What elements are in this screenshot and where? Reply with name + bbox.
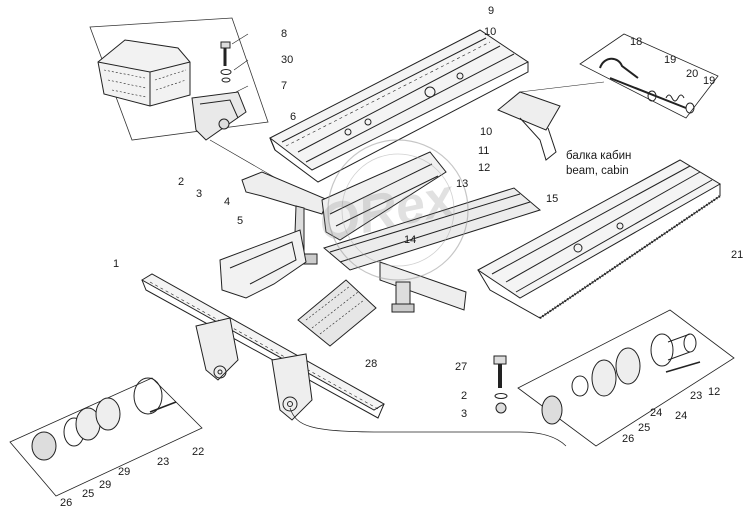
label-part-5: 5 (237, 215, 244, 227)
left-suspension-bracket (195, 317, 239, 381)
label-part-13: 13 (456, 178, 469, 190)
label-part-30: 30 (281, 54, 294, 66)
left-bushing-pack (9, 377, 203, 497)
label-part-24-right-b: 24 (675, 410, 688, 422)
label-part-2-lower: 2 (461, 390, 468, 402)
watermark-logo (327, 139, 469, 281)
gusset-plate (219, 229, 307, 299)
diagonal-plate (297, 279, 377, 347)
label-part-9: 9 (488, 5, 495, 17)
label-part-21: 21 (731, 249, 744, 261)
label-part-3-lower: 3 (461, 408, 468, 420)
label-part-7: 7 (281, 80, 288, 92)
label-part-27: 27 (455, 361, 468, 373)
cabin-beam-bracket (497, 81, 605, 161)
right-bushing-pack (517, 309, 735, 447)
label-part-25-left: 25 (82, 488, 95, 500)
label-part-29-left-a: 29 (118, 466, 131, 478)
right-suspension-bracket (271, 353, 313, 421)
label-part-2: 2 (178, 176, 185, 188)
center-mount (379, 261, 467, 313)
left-bracket-group (241, 151, 447, 265)
label-part-19-b: 19 (703, 75, 716, 87)
label-part-18: 18 (630, 36, 643, 48)
label-part-25-right: 25 (638, 422, 651, 434)
label-part-12-right: 12 (708, 386, 721, 398)
bolt-27-group (493, 355, 508, 414)
label-part-12-mid: 12 (478, 162, 491, 174)
label-part-26-left: 26 (60, 497, 73, 509)
label-part-3: 3 (196, 188, 203, 200)
label-part-10-top: 10 (484, 26, 497, 38)
label-part-22: 22 (192, 446, 205, 458)
cabin-beam-label-ru: балка кабин (566, 150, 632, 162)
right-channel (477, 159, 721, 320)
label-part-1: 1 (113, 258, 120, 270)
label-part-11: 11 (478, 145, 490, 157)
label-part-14: 14 (404, 234, 417, 246)
connecting-line (289, 407, 567, 447)
inset-cushion-detail (89, 17, 269, 141)
center-channel (322, 187, 542, 271)
cabin-beam-label-en: beam, cabin (566, 165, 629, 177)
label-part-28: 28 (365, 358, 378, 370)
label-part-23-left: 23 (157, 456, 170, 468)
label-part-23-right: 23 (690, 390, 703, 402)
label-part-20: 20 (686, 68, 699, 80)
label-part-10-mid: 10 (480, 126, 493, 138)
label-part-4: 4 (224, 196, 231, 208)
label-part-29-left-b: 29 (99, 479, 112, 491)
label-part-24-right-a: 24 (650, 407, 663, 419)
label-part-8: 8 (281, 28, 288, 40)
clip-assembly (579, 33, 719, 119)
label-part-6: 6 (290, 111, 297, 123)
label-part-19-a: 19 (664, 54, 677, 66)
label-part-26-right: 26 (622, 433, 635, 445)
label-part-15: 15 (546, 193, 559, 205)
upper-left-channel (269, 29, 529, 183)
